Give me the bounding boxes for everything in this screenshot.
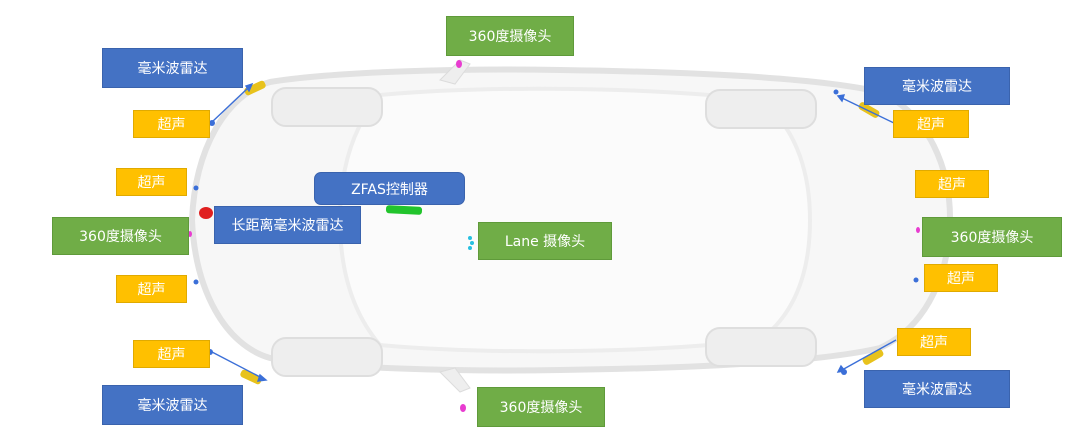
lane-camera-sensor (468, 236, 474, 250)
long-range-radar-sensor (199, 207, 213, 219)
radar-sensor-front-left (244, 80, 266, 96)
label-mmw-radar-front-right: 毫米波雷达 (102, 385, 243, 425)
label-long-range-radar: 长距离毫米波雷达 (214, 206, 361, 244)
wheel-rear-right (705, 327, 817, 367)
zfas-controller-sensor (385, 205, 423, 215)
label-ultrasonic-rear-right-corner: 超声 (897, 328, 971, 356)
wheel-front-left (271, 87, 383, 127)
label-ultrasonic-rear-right: 超声 (924, 264, 998, 292)
label-mmw-radar-rear-right: 毫米波雷达 (864, 370, 1010, 408)
label-ultrasonic-rear-left: 超声 (915, 170, 989, 198)
camera-sensor-front (188, 231, 192, 237)
camera-sensor-rear (916, 227, 920, 233)
radar-sensor-front-right (240, 369, 262, 385)
mirror-left (439, 59, 471, 85)
label-camera-360-left: 360度摄像头 (446, 16, 574, 56)
label-camera-360-front: 360度摄像头 (52, 217, 189, 255)
label-camera-360-right: 360度摄像头 (477, 387, 605, 427)
label-camera-360-rear: 360度摄像头 (922, 217, 1062, 257)
label-ultrasonic-front-right-corner: 超声 (133, 340, 210, 368)
label-ultrasonic-front-right: 超声 (116, 275, 187, 303)
radar-sensor-rear-right (862, 349, 884, 365)
camera-sensor-right-mirror (460, 404, 466, 412)
label-ultrasonic-front-left-corner: 超声 (133, 110, 210, 138)
mirror-right (439, 367, 471, 393)
camera-sensor-left-mirror (456, 60, 462, 68)
label-zfas-controller: ZFAS控制器 (314, 172, 465, 205)
wheel-rear-left (705, 89, 817, 129)
wheel-front-right (271, 337, 383, 377)
label-ultrasonic-rear-left-corner: 超声 (893, 110, 969, 138)
label-mmw-radar-rear-left: 毫米波雷达 (864, 67, 1010, 105)
label-lane-camera: Lane 摄像头 (478, 222, 612, 260)
label-ultrasonic-front-left: 超声 (116, 168, 187, 196)
label-mmw-radar-front-left: 毫米波雷达 (102, 48, 243, 88)
